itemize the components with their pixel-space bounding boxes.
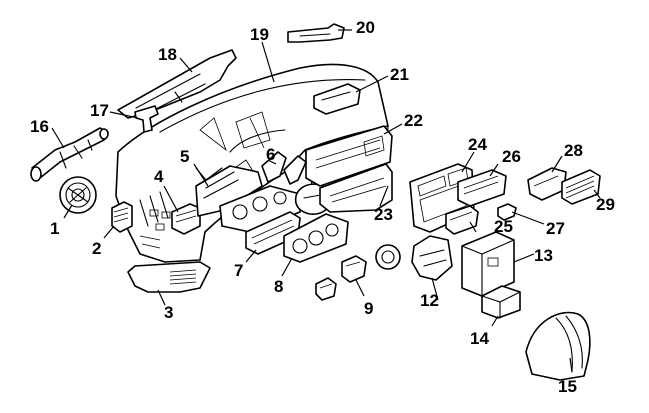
part-13-console-box (461, 231, 515, 297)
part-round-knob (375, 244, 401, 270)
callout-27: 27 (546, 219, 565, 238)
callout-19: 19 (250, 25, 269, 44)
part-9-connectors (315, 255, 367, 301)
callout-28: 28 (564, 141, 583, 160)
part-26-radio (457, 169, 507, 207)
callout-5: 5 (180, 147, 189, 166)
callout-1: 1 (50, 219, 59, 238)
part-29-vent-grille (561, 169, 601, 205)
leader-lines (51, 29, 601, 373)
part-28-vent-housing (527, 167, 567, 201)
callout-7: 7 (234, 261, 243, 280)
part-16-side-duct (30, 127, 109, 182)
part-8-center-panel (283, 213, 349, 263)
callout-15: 15 (558, 377, 577, 396)
part-3-lower-trim (127, 261, 211, 293)
part-17-bracket (134, 105, 159, 133)
callout-4: 4 (154, 167, 164, 186)
callout-20: 20 (356, 18, 375, 37)
part-15-shifter-cover (525, 311, 591, 381)
callout-24: 24 (468, 135, 487, 154)
part-14-console-block (481, 285, 521, 319)
part-12-console-bracket (411, 235, 453, 281)
part-5-cluster-hood (195, 165, 263, 217)
callout-29: 29 (596, 195, 615, 214)
callout-6: 6 (266, 145, 275, 164)
part-2-side-vent (111, 201, 133, 233)
part-23-lower-trim (319, 163, 393, 213)
callout-2: 2 (92, 239, 101, 258)
callout-14: 14 (470, 329, 489, 348)
callout-23: 23 (374, 205, 393, 224)
callout-21: 21 (390, 65, 409, 84)
callout-13: 13 (534, 246, 553, 265)
part-27-clip (497, 203, 517, 221)
callout-3: 3 (164, 303, 173, 322)
callout-labels: 1 2 3 4 5 6 7 8 9 12 13 14 15 16 17 18 1… (30, 18, 615, 396)
part-6-trim (261, 151, 307, 185)
part-4-switch (171, 203, 201, 235)
callout-17: 17 (90, 101, 109, 120)
callout-16: 16 (30, 117, 49, 136)
callout-25: 25 (494, 217, 513, 236)
callout-8: 8 (274, 277, 283, 296)
part-22-glove-lid (305, 125, 393, 187)
part-1-round-vent (59, 176, 97, 214)
part-20-top-bracket (287, 23, 345, 43)
callout-26: 26 (502, 147, 521, 166)
part-instrument-cluster (219, 185, 301, 233)
callout-12: 12 (420, 291, 439, 310)
part-21-grab-handle (313, 83, 361, 115)
callout-22: 22 (404, 111, 423, 130)
callout-9: 9 (364, 299, 373, 318)
callout-18: 18 (158, 45, 177, 64)
